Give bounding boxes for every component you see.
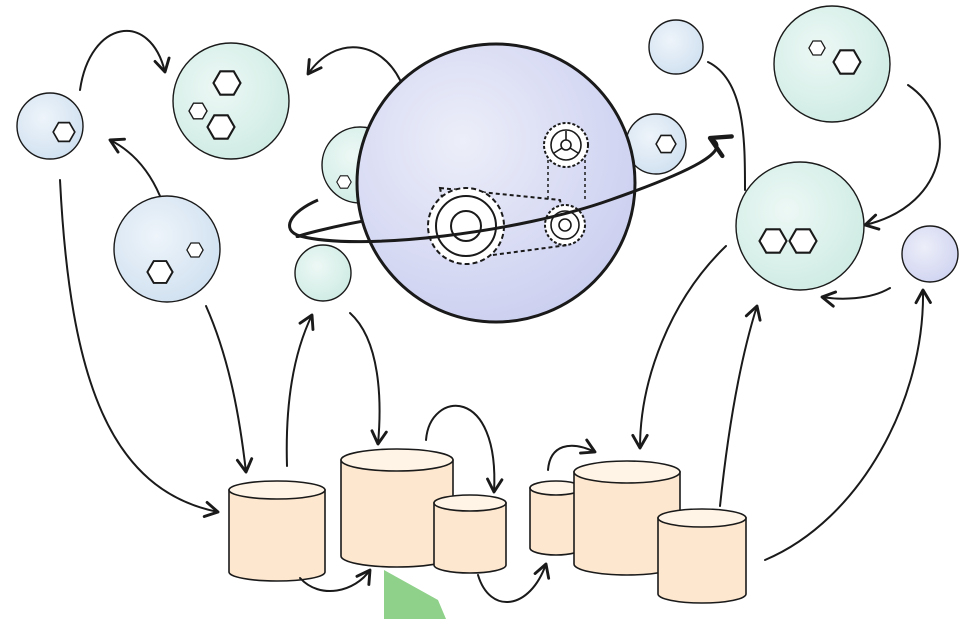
bubble-left-small	[16, 92, 84, 160]
pointer-triangle	[384, 570, 446, 619]
database-cylinder-icon	[433, 494, 507, 574]
arrow-cyl3-to-cyl4	[477, 562, 551, 603]
hexagon-icon	[808, 40, 826, 56]
arrow-cyl6-to-periwinkle	[764, 288, 932, 561]
hexagon-icon	[758, 228, 788, 254]
arrow-cyl6-to-right-teal	[719, 304, 762, 507]
bubble-right-periwinkle	[901, 225, 959, 283]
arrow-planet-to-top-teal	[306, 46, 401, 81]
hexagon-icon	[655, 134, 677, 154]
arrow-midleft-to-leftsmall	[108, 137, 161, 197]
arrow-periwinkle-to-right-teal	[820, 287, 891, 308]
hexagon-icon	[186, 242, 204, 258]
database-cylinder-icon	[228, 480, 326, 582]
hexagon-icon	[212, 70, 242, 96]
hexagon-icon	[52, 121, 76, 143]
arrow-smallteal-to-cyl2	[349, 312, 388, 446]
bubble-top-right-small	[648, 19, 704, 75]
arrow-cyl1-to-cyl2	[299, 568, 372, 593]
arrow-right-teal-to-cyl5	[631, 245, 727, 450]
hexagon-icon	[206, 114, 236, 140]
arrow-midleft-to-cyl1	[205, 305, 254, 474]
hexagon-icon	[336, 175, 352, 189]
arrow-topright-small-down	[707, 61, 746, 191]
arrow-cyl4-to-cyl5	[547, 438, 597, 471]
hexagon-icon	[832, 49, 862, 75]
arrow-left-to-top-teal	[79, 30, 171, 91]
central-planet	[288, 42, 734, 324]
bubble-top-right-teal	[773, 5, 891, 123]
storage-group	[228, 448, 747, 604]
arrow-leftsmall-to-cyl1	[59, 179, 220, 518]
bubble-mid-left	[113, 195, 221, 303]
bubble-small-teal	[294, 244, 352, 302]
bubble-top-teal	[172, 42, 290, 160]
database-cylinder-icon	[657, 508, 747, 604]
arrow-cyl2-to-cyl3	[425, 404, 504, 494]
hexagon-icon	[146, 260, 174, 284]
hexagon-icon	[788, 228, 818, 254]
connector-arrows	[59, 30, 941, 603]
arrow-cyl1-to-smallteal	[285, 313, 315, 467]
hexagon-icon	[188, 102, 208, 120]
arrow-topright-teal-to-right-teal	[863, 84, 941, 231]
bubble-right-teal	[735, 161, 865, 291]
